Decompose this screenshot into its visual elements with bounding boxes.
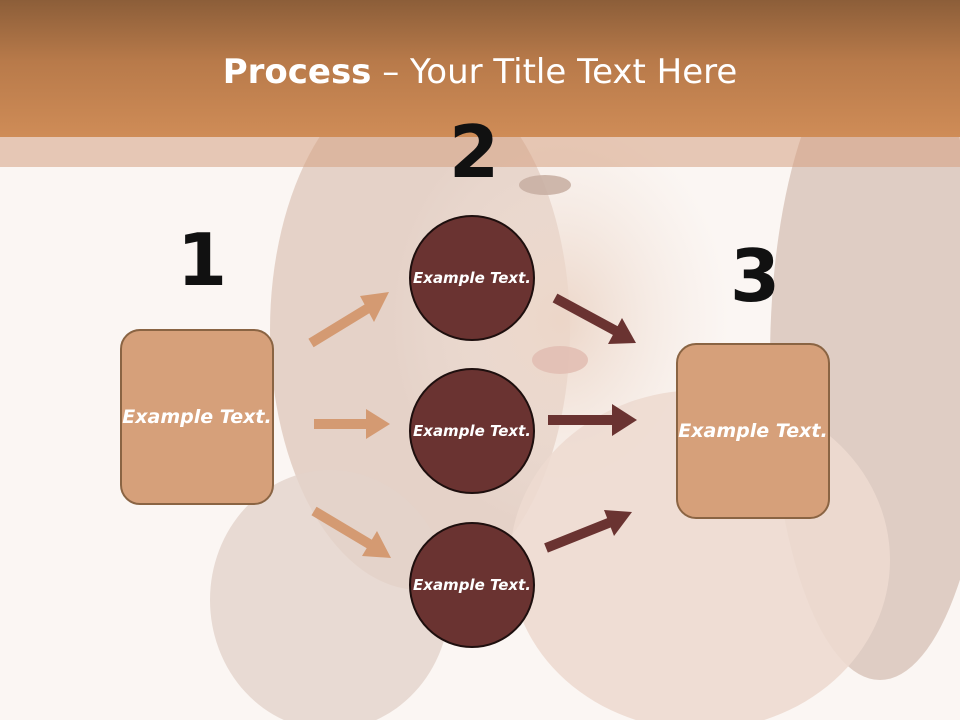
title-rest: – Your Title Text Here — [371, 52, 738, 92]
step-3-text: Example Text. — [678, 419, 828, 442]
step-2-circle-bottom: Example Text. — [409, 522, 535, 648]
step-2-circle-top: Example Text. — [409, 215, 535, 341]
circle-top-text: Example Text. — [413, 268, 531, 287]
step-number-3: 3 — [730, 234, 781, 318]
step-2-circle-middle: Example Text. — [409, 368, 535, 494]
header-bar — [0, 0, 960, 137]
step-3-box: Example Text. — [676, 343, 830, 519]
slide-title: Process – Your Title Text Here — [0, 52, 960, 92]
title-bold: Process — [222, 52, 372, 92]
step-number-1: 1 — [177, 218, 228, 302]
header-strip — [0, 137, 960, 167]
step-1-text: Example Text. — [122, 405, 272, 428]
circle-bottom-text: Example Text. — [413, 575, 531, 594]
circle-middle-text: Example Text. — [413, 421, 531, 440]
step-1-box: Example Text. — [120, 329, 274, 505]
step-number-2: 2 — [449, 110, 500, 194]
